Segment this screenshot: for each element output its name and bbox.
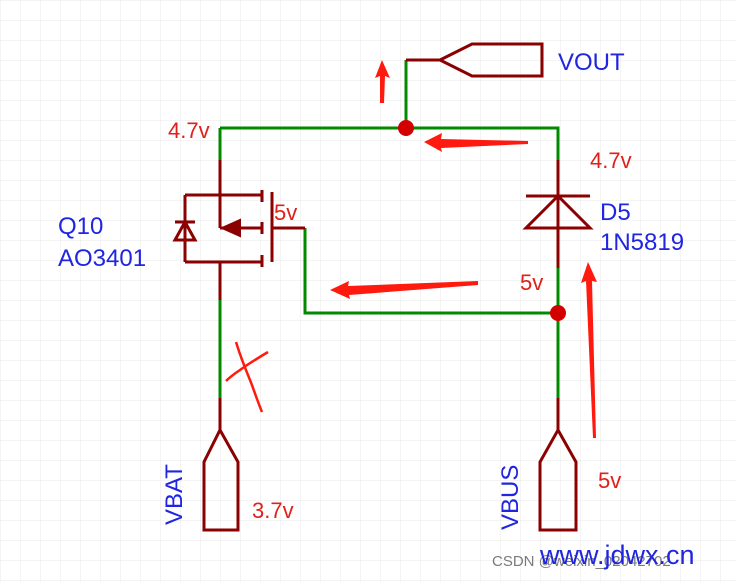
junction-dot-top — [398, 120, 414, 136]
wire-top-rail — [220, 126, 560, 160]
voltage-gate: 5v — [274, 200, 297, 225]
part-1n5819: 1N5819 — [600, 229, 684, 256]
ref-q10: Q10 — [58, 213, 103, 240]
wires — [218, 60, 560, 398]
voltage-vbat: 3.7v — [252, 498, 294, 523]
mosfet-q10 — [172, 160, 305, 300]
voltage-vbus: 5v — [598, 468, 621, 493]
vbat-port — [202, 398, 240, 532]
current-arrows — [330, 60, 597, 438]
diode-d5 — [522, 160, 594, 268]
net-label-vbus: VBUS — [497, 465, 524, 530]
arrow-up-vbus — [581, 262, 597, 438]
wire-gate — [303, 228, 558, 315]
vout-port — [406, 42, 544, 78]
net-label-vout: VOUT — [558, 49, 625, 76]
arrow-left-top — [424, 133, 528, 152]
arrow-left-gate — [330, 281, 478, 299]
voltage-top-left: 4.7v — [168, 118, 210, 143]
ref-d5: D5 — [600, 199, 631, 226]
watermark-text: CSDN @weixin_02042702 — [492, 553, 671, 570]
part-ao3401: AO3401 — [58, 245, 146, 272]
voltage-right-lower: 5v — [520, 270, 543, 295]
net-label-vbat: VBAT — [161, 464, 188, 525]
arrow-up-vout — [375, 60, 390, 103]
site-watermark: www.jdwx.cn — [539, 540, 695, 570]
junction-dot-right — [550, 305, 566, 321]
vbus-port — [538, 398, 578, 532]
cross-mark — [225, 341, 269, 413]
voltage-right-upper: 4.7v — [590, 148, 632, 173]
